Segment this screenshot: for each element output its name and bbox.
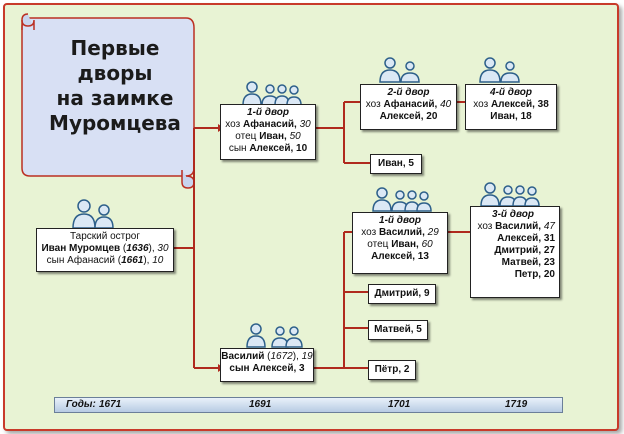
people-icon-dvor4 xyxy=(479,57,520,83)
petr-box: Пётр, 2 xyxy=(368,360,416,380)
dvor4-row-2: Иван, 18 xyxy=(490,111,532,122)
dvor3-row-4: Матвей, 23 xyxy=(501,257,555,268)
dvor4-row-1: хоз Алексей, 38 xyxy=(473,99,549,110)
vasiliy-row-1: Василий (1672), 19 xyxy=(221,351,313,362)
ivan5-label: Иван, 5 xyxy=(378,158,414,169)
vasiliy-son: сын Алексей, 3 xyxy=(229,363,305,374)
dvor2-row-2: Алексей, 20 xyxy=(379,111,438,122)
dvor3-row-3: Дмитрий, 27 xyxy=(494,245,555,256)
dvor1-box: 1-й двор хоз Афанасий, 30 отец Иван, 50 … xyxy=(220,104,316,160)
title-line-4: Муромцева xyxy=(49,111,181,135)
people-icon-dvor2 xyxy=(379,57,420,83)
dvor3-box: 3-й двор хоз Василий, 47 Алексей, 31 Дми… xyxy=(470,206,560,298)
dvor1b-row-2: отец Иван, 60 xyxy=(367,239,433,250)
root-box: Тарский острог Иван Муромцев (1636), 30 … xyxy=(36,228,174,272)
ivan5-box: Иван, 5 xyxy=(370,154,422,174)
people-icon-dvor1 xyxy=(242,81,302,106)
people-icon-vasiliy xyxy=(246,323,303,348)
dvor4-box: 4-й двор хоз Алексей, 38 Иван, 18 xyxy=(465,84,557,130)
dvor1-header: 1-й двор xyxy=(247,107,289,118)
timeline-year-1691: 1691 xyxy=(249,399,272,410)
dmitriy-label: Дмитрий, 9 xyxy=(374,288,430,299)
dvor3-row-5: Петр, 20 xyxy=(514,269,555,280)
dvor1b-row-3: Алексей, 13 xyxy=(371,251,429,262)
timeline-bar xyxy=(54,397,563,413)
dvor3-header: 3-й двор xyxy=(492,209,534,220)
dvor1-row-1: хоз Афанасий, 30 xyxy=(225,119,311,130)
timeline-year-1671: 1671 xyxy=(99,399,122,410)
dvor2-row-1: хоз Афанасий, 40 xyxy=(365,99,452,110)
timeline-year-1719: 1719 xyxy=(505,399,528,410)
dvor1-row-2: отец Иван, 50 xyxy=(235,131,301,142)
root-son: сын Афанасий (1661), 10 xyxy=(46,255,164,266)
people-icon-dvor1b xyxy=(372,187,432,212)
title-line-1: Первые xyxy=(70,36,160,60)
timeline-label: Годы: xyxy=(66,399,96,410)
dvor2-box: 2-й двор хоз Афанасий, 40 Алексей, 20 xyxy=(360,84,457,130)
diagram-title: Первые дворы на заимке Муромцева xyxy=(40,36,190,136)
matvey-label: Матвей, 5 xyxy=(374,324,422,335)
title-line-2: дворы xyxy=(77,61,153,85)
vasiliy-box: Василий (1672), 19 сын Алексей, 3 xyxy=(220,348,314,382)
dvor4-header: 4-й двор xyxy=(490,87,532,98)
dmitriy-box: Дмитрий, 9 xyxy=(368,284,436,304)
dvor3-row-2: Алексей, 31 xyxy=(497,233,555,244)
matvey-box: Матвей, 5 xyxy=(368,320,428,340)
dvor1b-header: 1-й двор xyxy=(379,215,421,226)
title-line-3: на заимке xyxy=(56,86,174,110)
petr-label: Пётр, 2 xyxy=(374,364,410,375)
people-icon-dvor3 xyxy=(480,182,540,207)
dvor1-row-3: сын Алексей, 10 xyxy=(228,143,308,154)
dvor1b-row-1: хоз Василий, 29 xyxy=(361,227,439,238)
root-founder: Иван Муромцев (1636), 30 xyxy=(41,243,169,254)
people-icon-root xyxy=(72,199,114,229)
root-origin: Тарский острог xyxy=(69,231,141,242)
dvor1b-box: 1-й двор хоз Василий, 29 отец Иван, 60 А… xyxy=(352,212,448,274)
dvor2-header: 2-й двор xyxy=(387,87,430,98)
dvor3-row-1: хоз Василий, 47 xyxy=(477,221,555,232)
timeline-year-1701: 1701 xyxy=(388,399,411,410)
